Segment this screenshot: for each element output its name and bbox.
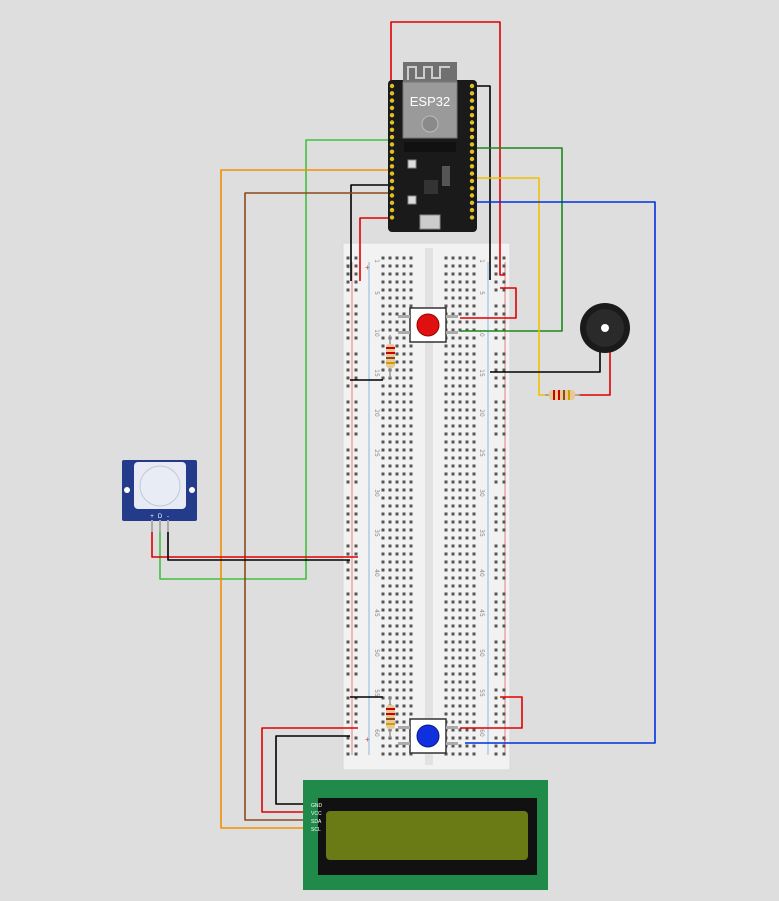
wire-black-lcd[interactable]	[275, 735, 350, 805]
wire-red-buzzer[interactable]	[578, 352, 611, 396]
row-number-50-right: 50	[478, 649, 485, 657]
row-number-25-left: 25	[373, 449, 380, 457]
wire-black-esp-left[interactable]	[350, 184, 392, 281]
rail-plus-label-bottom: +	[365, 735, 370, 744]
pir-pin-plus: +	[150, 514, 154, 520]
wire-red-esp-top[interactable]	[390, 21, 505, 276]
row-number-20-left: 20	[373, 409, 380, 417]
row-number-15-left: 15	[373, 369, 380, 377]
row-number-1-left: 1	[373, 259, 380, 263]
row-number-60-left: 60	[373, 729, 380, 737]
row-number-40-right: 40	[478, 569, 485, 577]
rail-plus-label: +	[365, 263, 370, 272]
espressif-logo-icon	[421, 115, 439, 133]
wire-green-button[interactable]	[460, 147, 563, 332]
wire-orange-lcd[interactable]	[220, 169, 395, 829]
lcd-pin-gnd: GND	[311, 803, 323, 809]
row-number-30-left: 30	[373, 489, 380, 497]
row-number-10-right: 10	[478, 329, 485, 337]
esp32-board[interactable]: ESP32	[388, 62, 477, 232]
row-number-5-left: 5	[373, 291, 380, 295]
wire-black-pir[interactable]	[167, 520, 350, 561]
row-number-5-right: 5	[478, 291, 485, 295]
row-number-55-right: 55	[478, 689, 485, 697]
row-number-10-left: 10	[373, 329, 380, 337]
row-number-35-left: 35	[373, 529, 380, 537]
resistor-bottom[interactable]	[386, 696, 395, 738]
usb-port-icon	[419, 214, 441, 230]
row-number-40-left: 40	[373, 569, 380, 577]
buzzer[interactable]	[580, 303, 630, 353]
wires	[151, 21, 656, 829]
pir-sensor[interactable]: + D -	[122, 460, 197, 532]
row-number-20-right: 20	[478, 409, 485, 417]
lcd-screen	[326, 811, 528, 860]
lcd-display[interactable]: GND VCC SDA SCL	[303, 780, 548, 890]
esp32-pins	[389, 83, 475, 220]
lcd-pin-sda: SDA	[311, 819, 322, 825]
push-button-red[interactable]	[398, 307, 458, 343]
row-number-15-right: 15	[478, 369, 485, 377]
esp32-label: ESP32	[410, 94, 450, 109]
wire-black-buzzer[interactable]	[490, 352, 601, 373]
breadboard-holes	[346, 256, 506, 756]
row-number-45-left: 45	[373, 609, 380, 617]
row-number-55-left: 55	[373, 689, 380, 697]
resistor-buzzer[interactable]	[545, 390, 580, 400]
rail-minus-label: -	[347, 263, 350, 272]
wire-red-esp-left[interactable]	[359, 217, 392, 281]
rail-plus-label-right: +	[502, 735, 507, 744]
wire-red-bottom-jumper[interactable]	[460, 696, 523, 729]
wire-black-esp-right[interactable]	[472, 85, 491, 280]
push-button-blue[interactable]	[398, 718, 458, 754]
row-number-35-right: 35	[478, 529, 485, 537]
row-number-1-right: 1	[478, 259, 485, 263]
wire-blue-button[interactable]	[465, 201, 656, 744]
row-number-45-right: 45	[478, 609, 485, 617]
wire-red-top-jumper[interactable]	[460, 287, 517, 319]
pir-pin-d: D	[158, 514, 163, 520]
row-number-60-right: 60	[478, 729, 485, 737]
wire-red-lcd[interactable]	[261, 727, 358, 813]
lcd-pin-scl: SCL	[311, 827, 321, 833]
row-number-30-right: 30	[478, 489, 485, 497]
wire-lightgreen-pir[interactable]	[159, 139, 395, 580]
buzzer-center-icon	[601, 324, 609, 332]
resistor-top[interactable]	[386, 335, 395, 378]
pir-pin-minus: -	[167, 514, 169, 520]
wire-yellow-buzzer[interactable]	[472, 177, 548, 396]
row-number-25-right: 25	[478, 449, 485, 457]
lcd-pin-vcc: VCC	[311, 811, 322, 817]
wire-red-pir[interactable]	[151, 520, 358, 558]
wire-brown-lcd[interactable]	[244, 192, 395, 821]
row-number-50-left: 50	[373, 649, 380, 657]
